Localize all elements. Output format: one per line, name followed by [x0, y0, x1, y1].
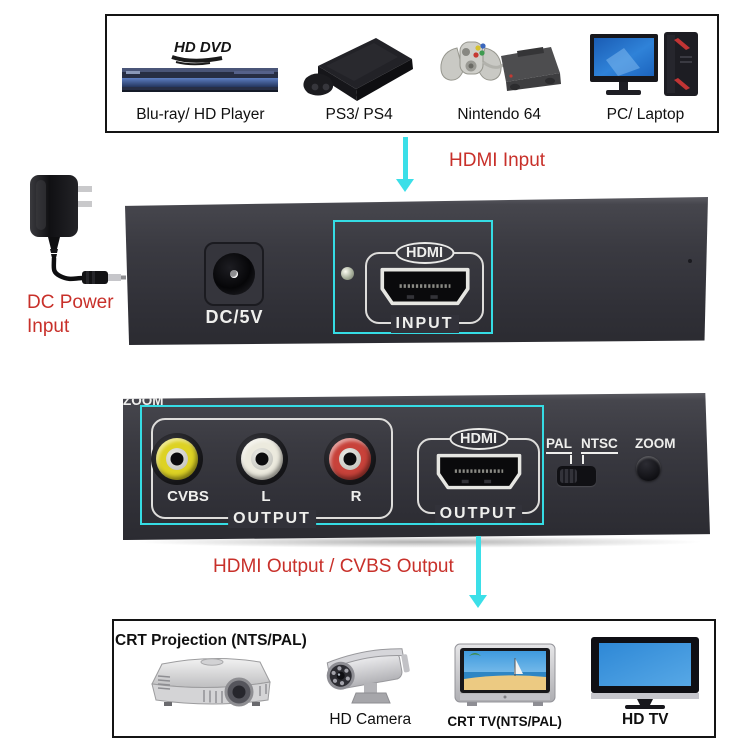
rca-left-jack [236, 433, 288, 485]
sink-label: CRT Projection (NTS/PAL) [115, 632, 307, 649]
converter-top-view: DC/5V HDMI INPUT [125, 197, 708, 345]
outputs-highlight [140, 405, 544, 525]
arrow-down-icon [403, 137, 408, 180]
source-pc: PC/ Laptop [574, 16, 717, 131]
power-led [341, 267, 354, 280]
hdmi-input-highlight [333, 220, 493, 334]
source-label: PC/ Laptop [606, 106, 685, 123]
dc-jack-pin [230, 270, 238, 278]
rca-left-hole [255, 452, 269, 466]
source-ps3: PS3/ PS4 [294, 16, 425, 131]
source-bluray: HD DVD Blu-ray/ HD Player [107, 16, 294, 131]
arrow-down-icon [476, 536, 481, 596]
zoom-button-label: ZOOM [635, 436, 676, 451]
rca-cvbs-label: CVBS [167, 488, 209, 505]
source-label: Nintendo 64 [457, 106, 541, 123]
rca-left-label: L [261, 488, 271, 505]
screw-hole [688, 259, 692, 263]
crt-projector-icon [151, 657, 271, 707]
hdmi-output-group: HDMI OUTPUT [417, 428, 540, 523]
hd-dvd-logo: HD DVD [174, 39, 232, 56]
hdmi-badge: HDMI [448, 428, 509, 450]
crt-tv-icon [454, 643, 556, 706]
pal-tick [570, 455, 572, 464]
sink-label: CRT TV(NTS/PAL) [447, 714, 562, 729]
converter-front-view: OUTPUT CVBS L R HDMI [123, 393, 710, 540]
sink-crt-tv: CRT TV(NTS/PAL) [433, 621, 577, 736]
hdmi-output-port [436, 453, 521, 490]
hdmi-input-port [379, 267, 470, 306]
bluray-player-icon: HD DVD [122, 39, 279, 92]
ps3-console-icon [303, 38, 414, 101]
dc-jack-label: DC/5V [205, 307, 264, 327]
pc-desktop-icon [590, 32, 699, 96]
source-devices-box: HD DVD Blu-ray/ HD Player PS3/ [105, 14, 719, 133]
rca-cvbs-hole [170, 452, 184, 466]
dc-power-annotation: DC Power Input [27, 292, 114, 337]
hdmi-badge: HDMI [394, 242, 455, 264]
rca-right-hole [343, 452, 357, 466]
rca-right-jack [324, 433, 376, 485]
hd-camera-icon [326, 648, 410, 704]
rca-right-label: R [350, 488, 362, 505]
sink-label: HD Camera [329, 711, 412, 728]
n64-console-icon [440, 41, 562, 91]
ntsc-label: NTSC [581, 436, 618, 454]
ntsc-tick [582, 455, 584, 464]
pal-ntsc-switch [557, 466, 596, 486]
sink-hd-tv: HD TV [577, 621, 715, 736]
output-annotation: HDMI Output / CVBS Output [213, 556, 454, 577]
source-label: Blu-ray/ HD Player [136, 106, 265, 123]
source-n64: Nintendo 64 [424, 16, 573, 131]
device-shadow [135, 536, 705, 548]
arrow-down-head-icon [469, 595, 487, 608]
hdmi-input-group: HDMI INPUT [365, 242, 484, 333]
hdmi-input-annotation: HDMI Input [449, 150, 546, 171]
hdmi-output-caption: OUTPUT [434, 505, 523, 523]
hd-tv-icon [591, 637, 700, 709]
source-label: PS3/ PS4 [325, 106, 393, 123]
sink-projector: CRT Projection (NTS/PAL) [114, 621, 308, 736]
zoom-button [636, 456, 661, 481]
arrow-down-head-icon [396, 179, 414, 192]
switch-knob [560, 469, 577, 483]
zoom-label: ZOOM [123, 393, 164, 408]
sink-label: HD TV [622, 711, 669, 728]
hdmi-input-caption: INPUT [390, 315, 459, 333]
power-adapter-icon [30, 175, 126, 284]
rca-cvbs-jack [151, 433, 203, 485]
cvbs-output-caption: OUTPUT [228, 510, 316, 528]
output-devices-box: CRT Projection (NTS/PAL) [112, 619, 716, 738]
pal-label: PAL [546, 436, 572, 454]
dc-power-jack [204, 242, 264, 306]
sink-camera: HD Camera [308, 621, 433, 736]
